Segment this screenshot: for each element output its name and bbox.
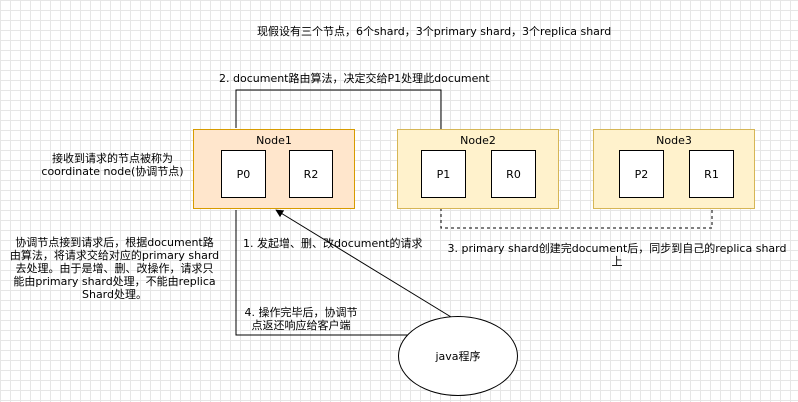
coordinator-note: 协调节点接到请求后，根据document路 由算法，将请求交给对应的primar…	[2, 236, 227, 301]
sync-line-1: 3. primary shard创建完document后，同步到自己的repli…	[447, 242, 787, 255]
sync-line-2: 上	[611, 255, 623, 268]
coordinator-note-line-3: 去处理。由于是增、删、改操作，请求只	[15, 262, 214, 275]
coordinate-line-2: coordinate node(协调节点)	[41, 165, 184, 178]
response-label: 4. 操作完毕后，协调节 点返还响应给客户端	[236, 306, 366, 332]
shard-r0: R0	[491, 150, 536, 198]
response-line-1: 4. 操作完毕后，协调节	[244, 306, 358, 319]
client-label: java程序	[435, 350, 481, 363]
coordinate-line-1: 接收到请求的节点被称为	[52, 152, 173, 165]
shard-p1: P1	[421, 150, 466, 198]
shard-p0: P0	[221, 150, 266, 198]
response-arrow	[235, 210, 419, 339]
response-line-2: 点返还响应给客户端	[251, 319, 351, 332]
shard-p2: P2	[619, 150, 664, 198]
coordinator-note-line-4: 能由primary shard处理，不能由replica	[13, 275, 216, 288]
node-3-title: Node3	[656, 134, 692, 147]
header-text: 现假设有三个节点，6个shard，3个primary shard，3个repli…	[257, 25, 612, 38]
client-ellipse: java程序	[398, 316, 518, 396]
sync-arrow	[440, 196, 716, 229]
node-1: Node1 P0 R2	[193, 129, 355, 209]
coordinator-note-line-2: 由算法，将请求交给对应的primary shard	[9, 249, 220, 262]
node-1-title: Node1	[256, 134, 292, 147]
shard-r2: R2	[289, 150, 333, 198]
coordinator-note-line-1: 协调节点接到请求后，根据document路	[15, 236, 214, 249]
coordinate-node-label: 接收到请求的节点被称为 coordinate node(协调节点)	[30, 152, 195, 178]
coordinator-note-line-5: Shard处理。	[81, 288, 147, 301]
request-arrow	[275, 209, 457, 321]
node-3: Node3 P2 R1	[593, 129, 755, 209]
route-arrow	[235, 89, 445, 149]
node-2: Node2 P1 R0	[397, 129, 559, 209]
request-label: 1. 发起增、删、改document的请求	[243, 237, 423, 250]
route-label: 2. document路由算法，决定交给P1处理此document	[219, 72, 490, 85]
node-2-title: Node2	[460, 134, 496, 147]
shard-r1: R1	[689, 150, 734, 198]
sync-label: 3. primary shard创建完document后，同步到自己的repli…	[442, 242, 792, 268]
